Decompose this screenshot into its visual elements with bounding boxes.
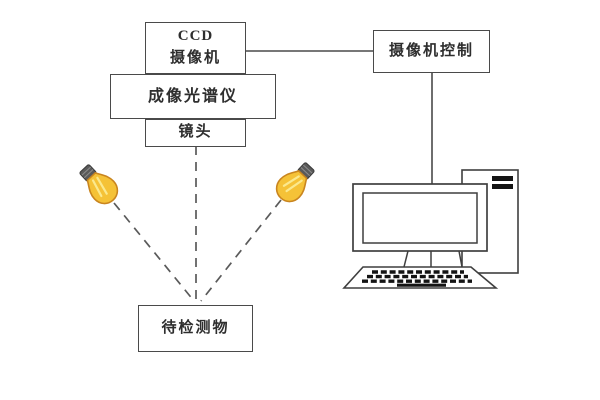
bulb-cap-ridge bbox=[300, 167, 311, 177]
box-imaging-spectrometer: 成像光谱仪 bbox=[110, 74, 276, 119]
box-ccd-camera: CCD 摄像机 bbox=[145, 22, 246, 74]
beam-left-bulb-to-target bbox=[113, 202, 195, 302]
bulb-highlight bbox=[96, 176, 108, 195]
bulb-cap-ridge bbox=[81, 166, 92, 176]
detection-target-label: 待检测物 bbox=[161, 319, 230, 336]
bulb-cap-ridge bbox=[302, 164, 313, 174]
bulb-highlight bbox=[285, 179, 303, 193]
bulb-highlight bbox=[282, 175, 300, 187]
imaging-spectrometer-label: 成像光谱仪 bbox=[147, 87, 238, 105]
bulb-highlight bbox=[91, 179, 103, 198]
ccd-camera-label-line1: CCD bbox=[177, 28, 214, 45]
bulb-glass bbox=[275, 169, 308, 203]
monitor-stand-leg bbox=[403, 250, 409, 268]
box-camera-control: 摄像机控制 bbox=[373, 30, 490, 73]
beam-right-bulb-to-target bbox=[200, 199, 282, 302]
tower-vent-bar bbox=[492, 176, 513, 181]
lens-label: 镜头 bbox=[178, 124, 213, 141]
desktop-computer-icon bbox=[342, 169, 519, 289]
camera-control-label: 摄像机控制 bbox=[388, 42, 474, 59]
bulb-cap-ridge bbox=[83, 169, 94, 179]
light-bulb-icon bbox=[79, 164, 119, 205]
monitor-screen bbox=[362, 192, 478, 244]
light-bulb-icon bbox=[275, 162, 315, 203]
box-detection-target: 待检测物 bbox=[138, 305, 253, 352]
tower-vent-bar bbox=[492, 184, 513, 189]
ccd-camera-label-line2: 摄像机 bbox=[169, 50, 221, 66]
monitor-stand-leg bbox=[458, 250, 463, 268]
box-lens: 镜头 bbox=[145, 119, 246, 147]
